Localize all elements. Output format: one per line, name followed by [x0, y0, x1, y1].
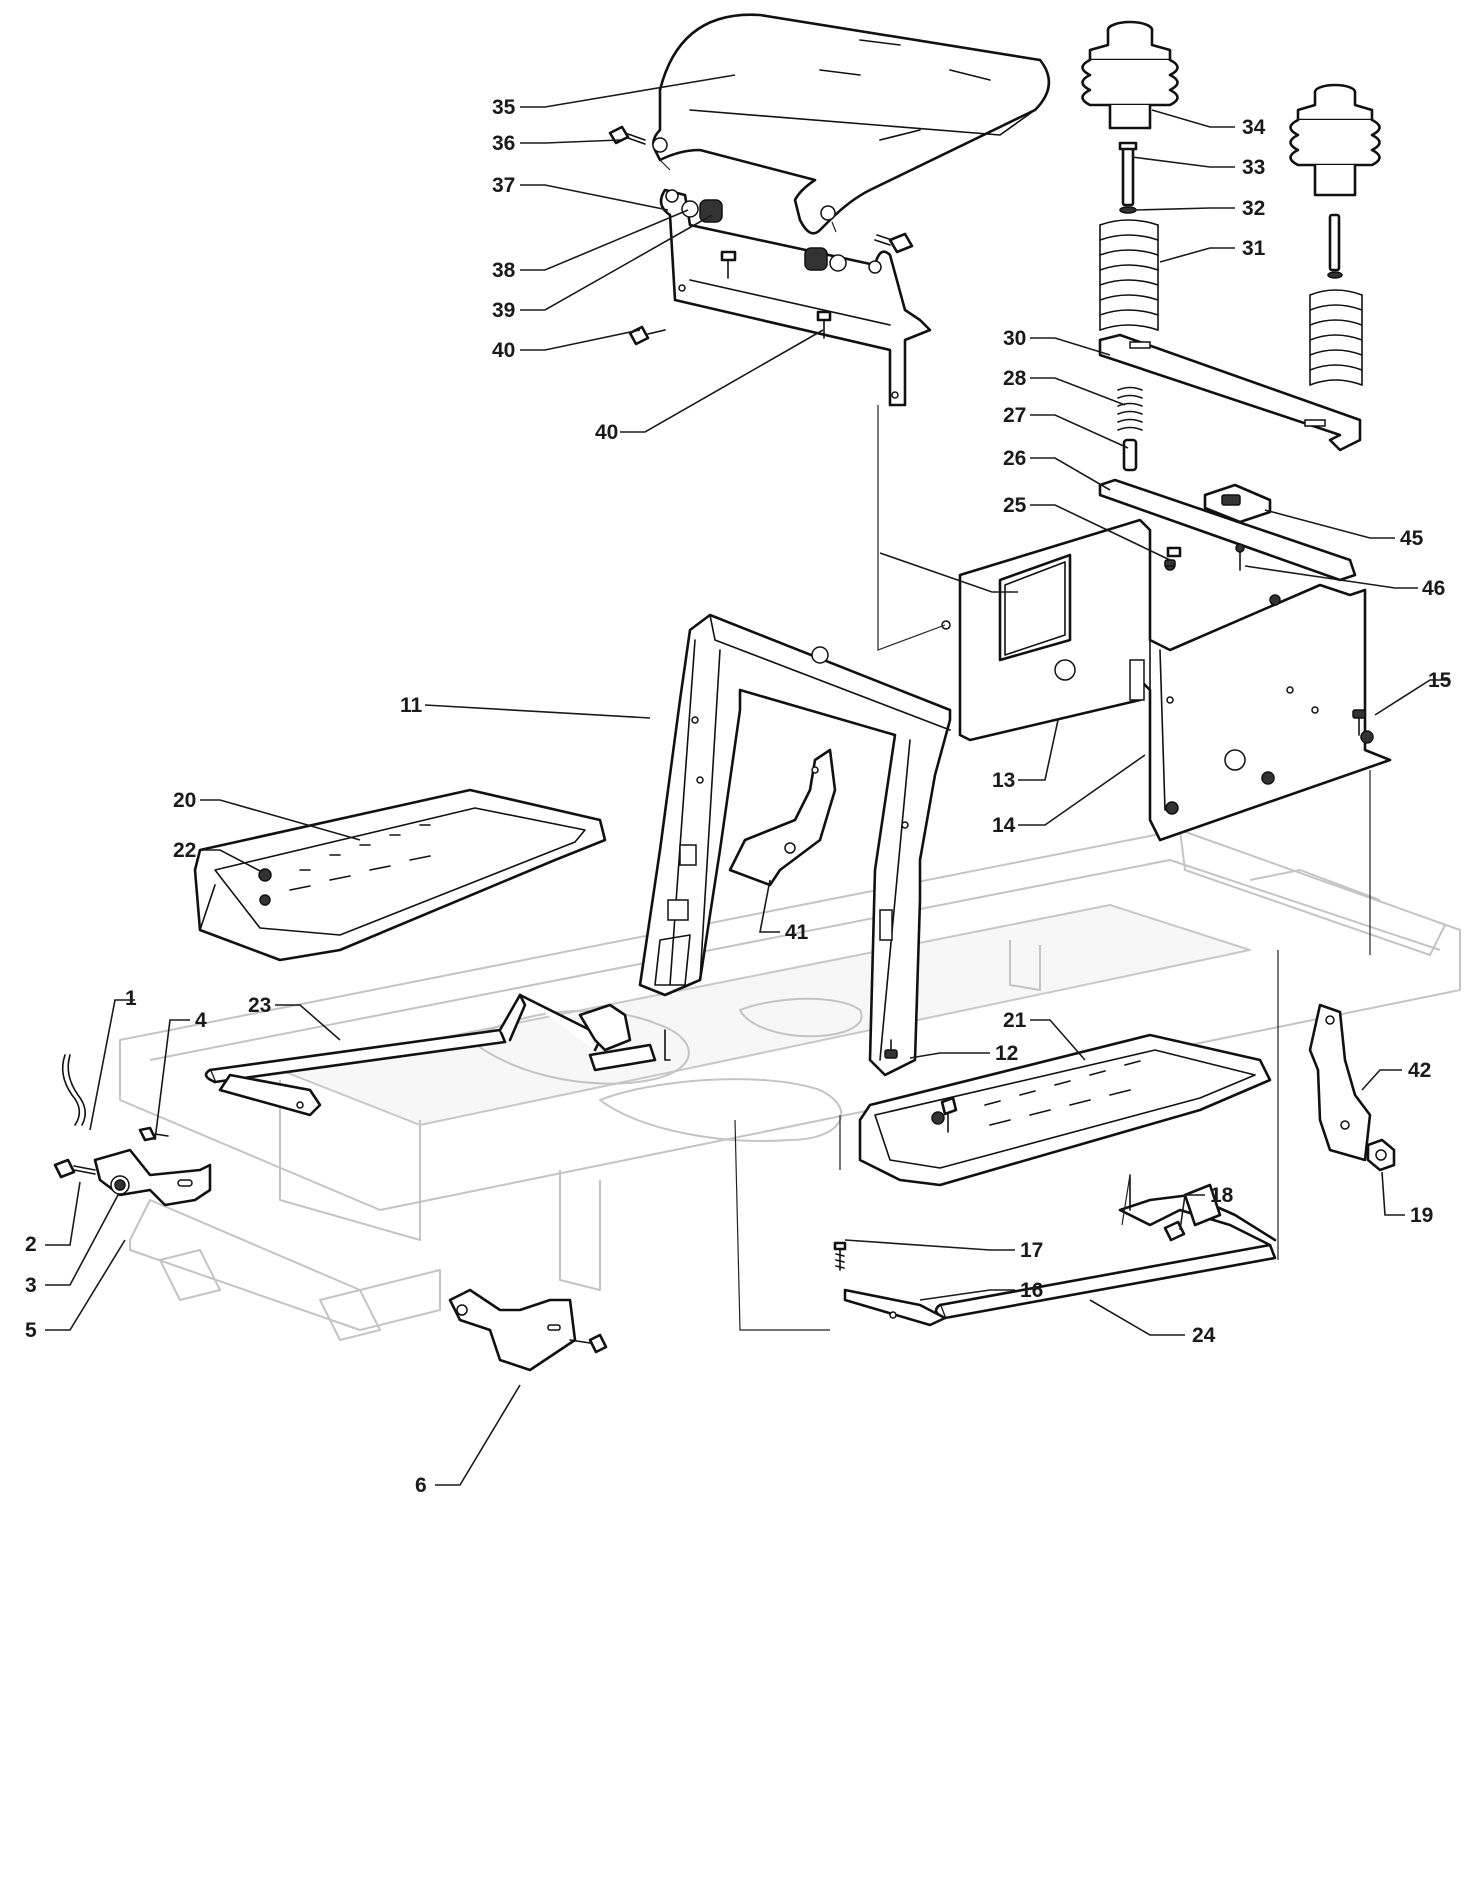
hinge-bracket-5-part [93, 1148, 212, 1207]
bolt-2-part [53, 1158, 96, 1179]
label-12: 12 [995, 1042, 1018, 1065]
label-38: 38 [492, 259, 516, 282]
slide-plate-part [1098, 478, 1357, 582]
label-1: 1 [125, 987, 137, 1010]
label-4: 4 [195, 1009, 207, 1032]
assembly-guide-lines [659, 159, 1371, 1331]
label-3: 3 [25, 1274, 37, 1297]
bracket-42-part [1308, 1003, 1372, 1162]
screws-misc-part [833, 543, 1366, 1271]
label-21: 21 [1003, 1009, 1027, 1032]
seat-support-box-part [941, 518, 1392, 842]
screw-4-part [138, 1126, 169, 1142]
label-37: 37 [492, 174, 515, 197]
label-17: 17 [1020, 1239, 1043, 1262]
label-36: 36 [492, 132, 515, 155]
leader-lines [45, 74, 1450, 1486]
label-42: 42 [1408, 1059, 1431, 1082]
label-33: 33 [1242, 156, 1265, 179]
part-number-labels: 1 2 3 4 5 6 11 12 13 14 15 16 17 18 19 2… [25, 96, 1452, 1497]
nut-19-part [1366, 1138, 1396, 1172]
label-27: 27 [1003, 404, 1026, 427]
label-45: 45 [1400, 527, 1424, 550]
small-spring-part [1117, 386, 1143, 472]
support-bar-24-part [843, 1174, 1277, 1327]
label-40-lower: 40 [595, 421, 618, 444]
label-20: 20 [173, 789, 196, 812]
label-30: 30 [1003, 327, 1026, 350]
support-bar-23-part [204, 993, 671, 1117]
label-6: 6 [415, 1474, 427, 1497]
label-28: 28 [1003, 367, 1027, 390]
label-14: 14 [992, 814, 1016, 837]
label-15: 15 [1428, 669, 1452, 692]
label-2: 2 [25, 1233, 37, 1256]
label-18: 18 [1210, 1184, 1234, 1207]
bellows-left-part [1081, 20, 1179, 130]
label-26: 26 [1003, 447, 1026, 470]
pin-clip-1-part [61, 1054, 86, 1126]
label-16: 16 [1020, 1279, 1043, 1302]
label-11: 11 [400, 694, 423, 717]
label-23: 23 [248, 994, 271, 1017]
label-40-upper: 40 [492, 339, 515, 362]
label-22: 22 [173, 839, 196, 862]
seat-pan-part [652, 13, 1051, 235]
roll-frame-part [638, 613, 952, 1077]
hinge-bracket-6-part [448, 1288, 608, 1372]
label-46: 46 [1422, 577, 1445, 600]
label-39: 39 [492, 299, 515, 322]
seat-rail-part [1098, 333, 1362, 452]
bushings-part [681, 199, 847, 272]
label-41: 41 [785, 921, 809, 944]
label-24: 24 [1192, 1324, 1216, 1347]
label-19: 19 [1410, 1204, 1433, 1227]
seat-bracket-part [659, 188, 932, 407]
label-31: 31 [1242, 237, 1266, 260]
bolts-part [608, 125, 914, 346]
footrest-left-part [193, 788, 607, 962]
label-34: 34 [1242, 116, 1266, 139]
bracket-41-part [728, 748, 837, 887]
label-32: 32 [1242, 197, 1265, 220]
label-13: 13 [992, 769, 1015, 792]
label-35: 35 [492, 96, 516, 119]
label-5: 5 [25, 1319, 37, 1342]
bellows-right-part [1289, 83, 1381, 197]
springs-part [1099, 141, 1363, 386]
label-25: 25 [1003, 494, 1027, 517]
footrest-right-part [858, 1033, 1272, 1187]
